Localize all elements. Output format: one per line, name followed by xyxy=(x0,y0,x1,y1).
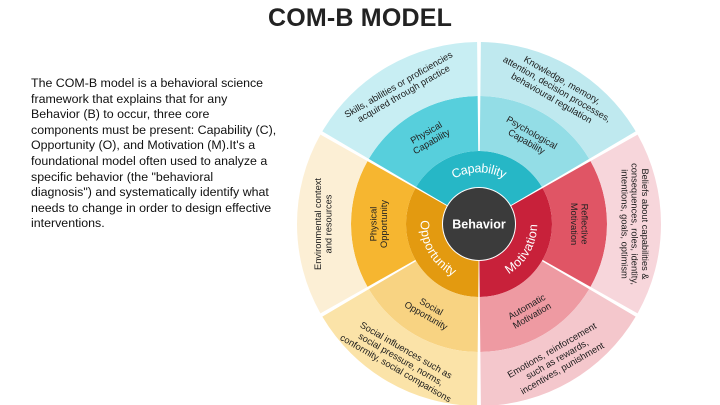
psychological-capability-description-segment xyxy=(480,42,636,159)
reflective-motivation-description-line: consequences, roles, identity, xyxy=(630,163,640,285)
physical-opportunity-label-line: Physical xyxy=(369,207,379,242)
reflective-motivation-label-line: Reflective xyxy=(579,204,589,245)
reflective-motivation-description-segment xyxy=(590,134,661,314)
description-text: The COM-B model is a behavioral science … xyxy=(31,76,277,231)
page-title: COM-B MODEL xyxy=(267,4,453,32)
physical-opportunity-description-line: Environmental context xyxy=(313,178,323,270)
physical-opportunity-label-line: Opportunity xyxy=(379,200,389,248)
capability-label-text: Capability xyxy=(449,161,509,181)
automatic-motivation-segment xyxy=(479,261,590,352)
physical-opportunity-description-line: and resources xyxy=(323,194,333,253)
automatic-motivation-description-segment xyxy=(480,289,636,405)
capability-segment xyxy=(416,151,542,206)
physical-opportunity-description-segment xyxy=(297,134,368,314)
social-opportunity-description-segment xyxy=(322,289,478,405)
opportunity-segment xyxy=(405,188,479,297)
reflective-motivation-segment xyxy=(542,161,608,287)
social-opportunity-segment xyxy=(368,261,479,352)
behavior-center-circle xyxy=(443,188,515,260)
physical-opportunity-segment xyxy=(351,161,416,287)
psychological-capability-segment xyxy=(479,96,590,187)
physical-capability-segment xyxy=(368,96,479,187)
behavior-center-label: Behavior xyxy=(452,218,506,232)
reflective-motivation-description-line: intentions, goals, optimism xyxy=(619,169,629,279)
reflective-motivation-description-line: Beliefs about capabilities & xyxy=(640,168,650,280)
motivation-segment xyxy=(479,188,552,297)
capability-label: Capability xyxy=(449,161,509,181)
physical-capability-description-segment xyxy=(322,42,478,159)
reflective-motivation-description: Beliefs about capabilities &consequences… xyxy=(619,163,650,285)
reflective-motivation-label-line: Motivation xyxy=(569,203,579,245)
